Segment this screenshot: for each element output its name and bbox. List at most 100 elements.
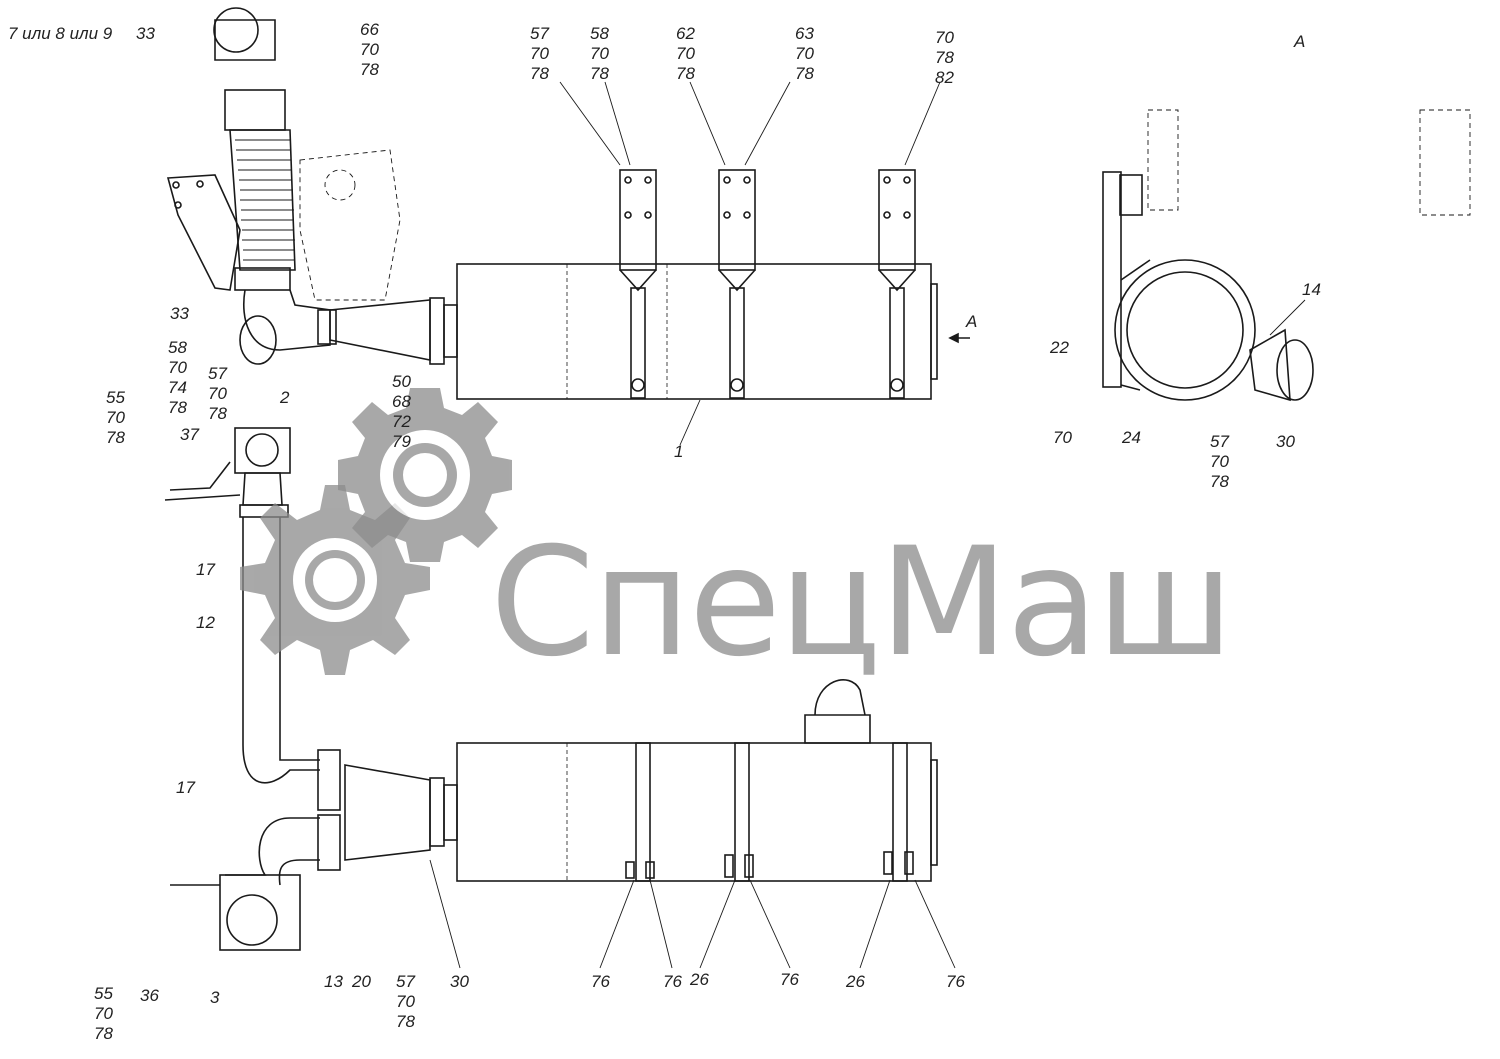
callout-76-c: 76: [780, 970, 799, 989]
section-arrow-a: [948, 332, 970, 344]
callout-36: 36: [140, 986, 159, 1005]
callout-3: 3: [210, 988, 220, 1007]
callout-72: 72: [392, 412, 411, 431]
callout-70: 70: [396, 992, 415, 1011]
callout-70: 70: [360, 40, 379, 59]
callout-70: 70: [106, 408, 125, 427]
callout-79: 79: [392, 432, 411, 451]
callout-57: 57: [396, 972, 415, 991]
callout-78: 78: [106, 428, 125, 447]
callout-70: 70: [795, 44, 814, 63]
callout-70: 70: [1210, 452, 1229, 471]
strap-bolts-lower: [625, 851, 914, 879]
callout-70: 70: [530, 44, 549, 63]
callout-76-d: 76: [946, 972, 965, 991]
callout-20: 20: [352, 972, 371, 991]
callout-70-side: 70: [1053, 428, 1072, 447]
callout-82: 82: [935, 68, 954, 87]
callout-70: 70: [935, 28, 954, 47]
callout-74: 74: [168, 378, 187, 397]
muffler-body-lower: [456, 679, 938, 882]
callout-78: 78: [795, 64, 814, 83]
flex-pipe-top: [213, 7, 331, 365]
callout-55: 55: [94, 984, 113, 1003]
mounting-strap-1: [619, 169, 657, 399]
callout-68: 68: [392, 392, 411, 411]
callout-37: 37: [180, 425, 199, 444]
callout-17-lower: 17: [176, 778, 195, 797]
callout-66: 66: [360, 20, 379, 39]
watermark-gear-small: [338, 388, 512, 562]
mounting-strap-2: [718, 169, 756, 399]
callout-78: 78: [168, 398, 187, 417]
view-a-title: A: [1294, 32, 1306, 51]
callout-22: 22: [1050, 338, 1069, 357]
callout-12: 12: [196, 613, 215, 632]
callout-62: 62: [676, 24, 695, 43]
leader-lines: [429, 81, 1306, 969]
callout-78: 78: [676, 64, 695, 83]
callout-14: 14: [1302, 280, 1321, 299]
callout-57: 57: [208, 364, 227, 383]
callout-26-a: 26: [690, 970, 709, 989]
callout-58: 58: [168, 338, 187, 357]
variant-note: 7 или 8 или 9: [8, 24, 113, 43]
callout-24: 24: [1122, 428, 1141, 447]
callout-63: 63: [795, 24, 814, 43]
callout-76-b: 76: [663, 972, 682, 991]
callout-78: 78: [94, 1024, 113, 1043]
callout-1: 1: [674, 442, 684, 461]
callout-70: 70: [590, 44, 609, 63]
flange-lower: [170, 874, 301, 951]
callout-55: 55: [106, 388, 125, 407]
callout-26-b: 26: [846, 972, 865, 991]
engine-outline-phantom: [299, 149, 401, 301]
callout-57: 57: [1210, 432, 1229, 451]
inlet-cone-lower: [344, 764, 458, 861]
callout-78: 78: [935, 48, 954, 67]
callout-78: 78: [360, 60, 379, 79]
callout-78: 78: [1210, 472, 1229, 491]
muffler-body-top: [456, 263, 938, 400]
callout-70: 70: [208, 384, 227, 403]
view-a-side: [1102, 109, 1471, 402]
callout-78: 78: [590, 64, 609, 83]
callout-70: 70: [676, 44, 695, 63]
callout-78: 78: [396, 1012, 415, 1031]
callout-50: 50: [392, 372, 411, 391]
callout-30-bottom: 30: [450, 972, 469, 991]
callout-78: 78: [530, 64, 549, 83]
callout-76-a: 76: [591, 972, 610, 991]
mounting-strap-3: [878, 169, 916, 399]
section-arrow-label: A: [966, 312, 978, 331]
callout-17-upper: 17: [196, 560, 215, 579]
callout-78: 78: [208, 404, 227, 423]
callout-30-side: 30: [1276, 432, 1295, 451]
callout-58: 58: [590, 24, 609, 43]
callout-70: 70: [94, 1004, 113, 1023]
callout-33-top: 33: [136, 24, 155, 43]
elbow-lower: [225, 749, 341, 886]
callout-70: 70: [168, 358, 187, 377]
callout-33-mid: 33: [170, 304, 189, 323]
callout-13: 13: [324, 972, 343, 991]
callout-2: 2: [280, 388, 290, 407]
watermark-text: СпецМаш: [490, 516, 1234, 690]
inlet-cone-top: [317, 297, 458, 365]
bracket-plate-top: [166, 174, 241, 291]
callout-57: 57: [530, 24, 549, 43]
